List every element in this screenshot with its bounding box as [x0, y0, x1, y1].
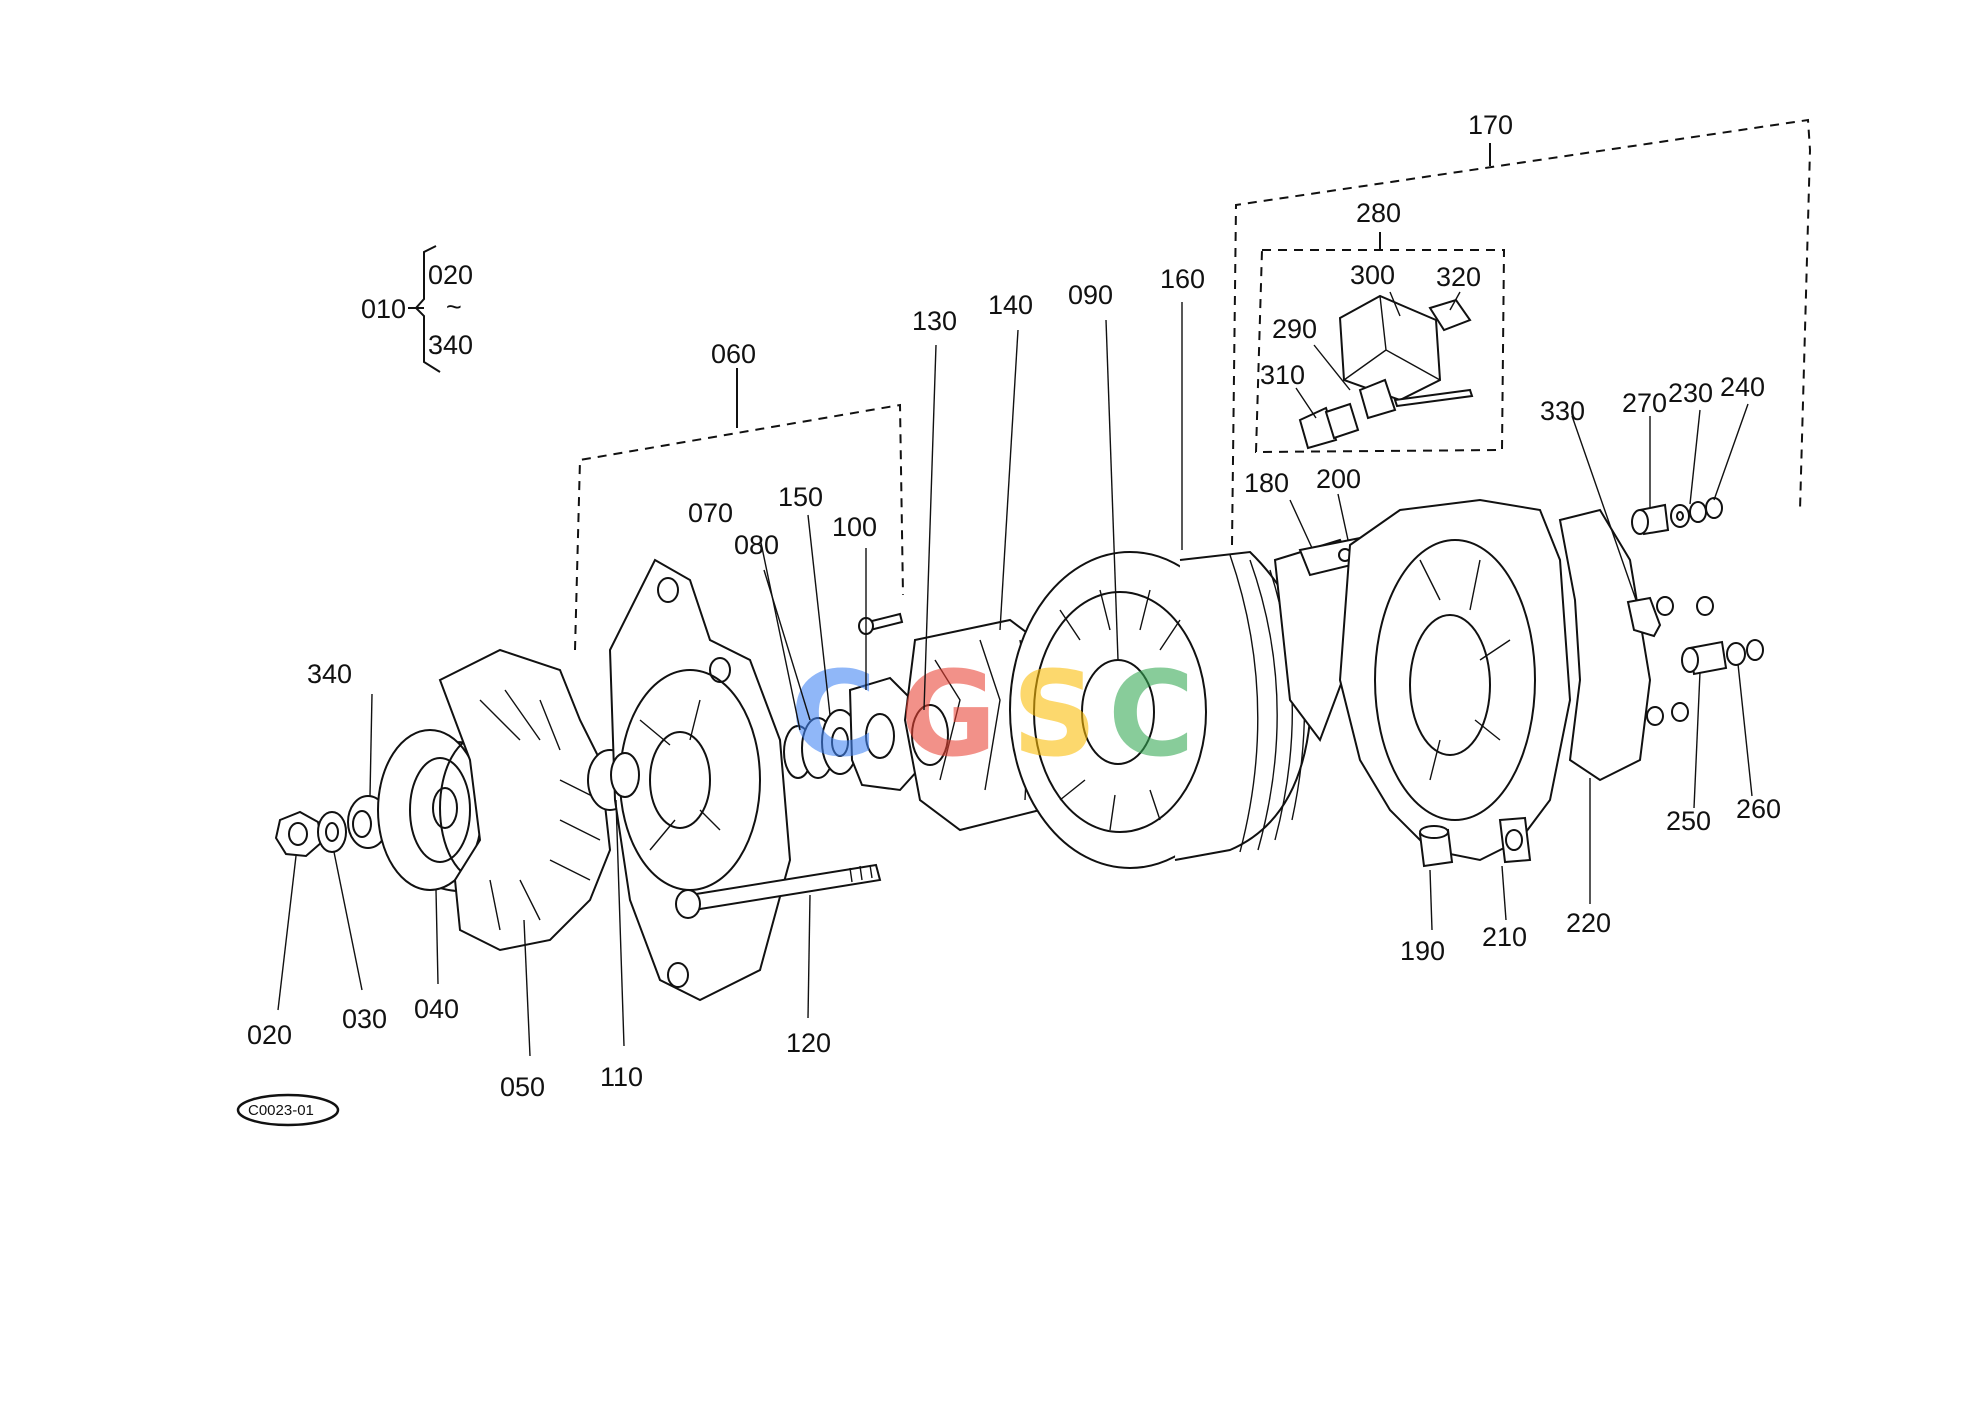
front-bracket-assembly-outline: 060: [574, 339, 904, 651]
label-130: 130: [912, 306, 957, 336]
label-090: 090: [1068, 280, 1113, 310]
nut-230: [1670, 504, 1690, 528]
retainer-plate-100: [848, 612, 920, 792]
label-070: 070: [688, 498, 733, 528]
label-270: 270: [1622, 388, 1667, 418]
rear-bracket-assembly-outline: 170: [1231, 110, 1812, 546]
label-290: 290: [1272, 314, 1317, 344]
label-060: 060: [711, 339, 756, 369]
stator-160: [1009, 550, 1313, 869]
label-300: 300: [1350, 260, 1395, 290]
nut-020: [274, 810, 324, 858]
bushing-190: [1418, 825, 1454, 868]
figure-code-badge: C0023-01: [236, 1093, 340, 1127]
label-220: 220: [1566, 908, 1611, 938]
label-040: 040: [414, 994, 459, 1024]
label-range-end: 340: [428, 330, 473, 360]
washer-030: [317, 811, 347, 853]
label-050: 050: [500, 1072, 545, 1102]
label-160: 160: [1160, 264, 1205, 294]
washer-240: [1689, 497, 1723, 523]
label-280: 280: [1356, 198, 1401, 228]
label-250: 250: [1666, 806, 1711, 836]
label-080: 080: [734, 530, 779, 560]
through-bolt-120: [675, 863, 882, 919]
terminal-270: [1631, 503, 1670, 536]
label-110: 110: [600, 1062, 643, 1092]
part-labels: 020 030 040 050 110 120 340 070 080 150 …: [247, 260, 1781, 1102]
watermark-letter-c1: C: [790, 645, 877, 783]
label-320: 320: [1436, 262, 1481, 292]
brush-holder-assembly-outline: 280: [1254, 198, 1506, 454]
watermark-letter-g: G: [900, 645, 997, 783]
label-140: 140: [988, 290, 1033, 320]
label-020: 020: [247, 1020, 292, 1050]
nut-260: [1671, 596, 1764, 722]
label-100: 100: [832, 512, 877, 542]
label-330: 330: [1540, 396, 1585, 426]
stay-330: [1626, 596, 1662, 638]
cover-220: [1558, 508, 1652, 782]
brush-290: [1358, 378, 1474, 420]
watermark-letter-c2: C: [1108, 645, 1195, 783]
rear-bracket-210: [1338, 498, 1572, 864]
label-170: 170: [1468, 110, 1513, 140]
label-range-start: 020: [428, 260, 473, 290]
brush-spring-320: [1428, 298, 1472, 332]
label-190: 190: [1400, 936, 1445, 966]
label-240: 240: [1720, 372, 1765, 402]
label-030: 030: [342, 1004, 387, 1034]
label-180: 180: [1244, 468, 1289, 498]
brush-holder-300: [1338, 294, 1442, 402]
label-120: 120: [786, 1028, 831, 1058]
label-230: 230: [1668, 378, 1713, 408]
label-200: 200: [1316, 464, 1361, 494]
figure-code: C0023-01: [248, 1102, 314, 1119]
shaft-110: [610, 752, 640, 798]
assembly-group-bracket: 010 020 ~ 340: [361, 245, 473, 373]
terminal-250: [1646, 596, 1728, 726]
label-210: 210: [1482, 922, 1527, 952]
watermark-letter-s: S: [1012, 645, 1097, 783]
label-310: 310: [1260, 360, 1305, 390]
label-range-tilde: ~: [446, 292, 462, 322]
label-010: 010: [361, 294, 406, 324]
watermark: C G S C: [790, 645, 1195, 783]
label-340: 340: [307, 659, 352, 689]
brush-310: [1298, 402, 1360, 450]
label-260: 260: [1736, 794, 1781, 824]
label-150: 150: [778, 482, 823, 512]
leader-lines: [277, 291, 1753, 1057]
